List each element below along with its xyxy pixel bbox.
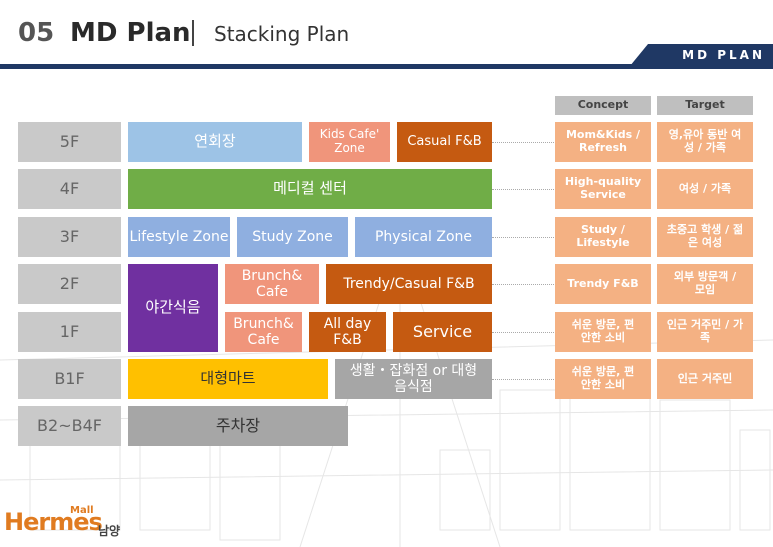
leader-1f xyxy=(492,332,554,333)
header-tag-label: MD PLAN xyxy=(682,48,765,62)
concept-2f: Trendy F&B xyxy=(555,264,651,304)
floor-b2-b4f: B2~B4F xyxy=(18,406,121,446)
target-1f: 인근 거주민 / 가족 xyxy=(657,312,753,352)
header-tag: MD PLAN xyxy=(630,44,773,66)
target-3f: 초중고 학생 / 젊은 여성 xyxy=(657,217,753,257)
logo-mall: Mall xyxy=(70,505,94,516)
zone-all-day-fb: All day F&B xyxy=(309,312,386,352)
zone-night-dining: 야간식음 xyxy=(128,264,218,352)
zone-medical-center: 메디컬 센터 xyxy=(128,169,492,209)
zone-casual-fb-5f: Casual F&B xyxy=(397,122,492,162)
floor-2f: 2F xyxy=(18,264,121,304)
leader-5f xyxy=(492,142,554,143)
target-b1f: 인근 거주민 xyxy=(657,359,753,399)
zone-brunch-cafe-1f: Brunch& Cafe xyxy=(225,312,302,352)
concept-1f: 쉬운 방문, 편안한 소비 xyxy=(555,312,651,352)
target-2f: 외부 방문객 / 모임 xyxy=(657,264,753,304)
title-separator xyxy=(192,20,194,46)
concept-3f: Study / Lifestyle xyxy=(555,217,651,257)
leader-2f xyxy=(492,284,554,285)
concept-5f: Mom&Kids / Refresh xyxy=(555,122,651,162)
target-header: Target xyxy=(657,96,753,115)
zone-brunch-cafe-2f: Brunch& Cafe xyxy=(225,264,319,304)
zone-study: Study Zone xyxy=(237,217,348,257)
floor-1f: 1F xyxy=(18,312,121,352)
zone-living-goods: 생활・잡화점 or 대형 음식점 xyxy=(335,359,492,399)
zone-hypermarket: 대형마트 xyxy=(128,359,328,399)
zone-parking: 주차장 xyxy=(128,406,348,446)
leader-4f xyxy=(492,189,554,190)
logo-namyang: 남양 xyxy=(98,524,121,538)
zone-service: Service xyxy=(393,312,492,352)
zone-kids-cafe: Kids Cafe' Zone xyxy=(309,122,390,162)
leader-b1f xyxy=(492,379,554,380)
zone-banquet-hall: 연회장 xyxy=(128,122,302,162)
target-5f: 영,유아 동반 여성 / 가족 xyxy=(657,122,753,162)
page-title: MD Plan xyxy=(70,18,191,48)
floor-b1f: B1F xyxy=(18,359,121,399)
header-rule xyxy=(0,64,773,69)
section-number: 05 xyxy=(18,18,55,48)
leader-3f xyxy=(492,237,554,238)
floor-3f: 3F xyxy=(18,217,121,257)
zone-physical: Physical Zone xyxy=(355,217,492,257)
floor-4f: 4F xyxy=(18,169,121,209)
floor-5f: 5F xyxy=(18,122,121,162)
logo-hermes: Hermes xyxy=(4,508,103,536)
page-subtitle: Stacking Plan xyxy=(214,22,350,46)
target-4f: 여성 / 가족 xyxy=(657,169,753,209)
zone-lifestyle: Lifestyle Zone xyxy=(128,217,230,257)
concept-b1f: 쉬운 방문, 편안한 소비 xyxy=(555,359,651,399)
concept-header: Concept xyxy=(555,96,651,115)
concept-4f: High-quality Service xyxy=(555,169,651,209)
zone-trendy-casual-fb: Trendy/Casual F&B xyxy=(326,264,492,304)
